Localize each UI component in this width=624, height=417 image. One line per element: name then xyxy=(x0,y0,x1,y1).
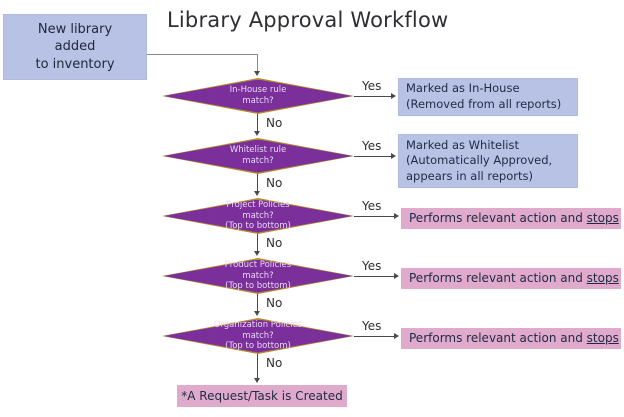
arrowhead-whitelist-yes xyxy=(391,152,396,159)
outcome-whitelist-result: Marked as Whitelist (Automatically Appro… xyxy=(398,134,578,188)
decision-line-2: match? xyxy=(242,96,274,106)
outcome-line-3: appears in all reports) xyxy=(406,168,533,183)
decision-label: Product Policies match? (Top to bottom) xyxy=(162,258,354,294)
outcome-organization-policy-result: Performs relevant action and stops xyxy=(401,328,621,349)
edge-label-product-yes: Yes xyxy=(362,259,382,273)
decision-line-2: match? xyxy=(242,330,274,341)
connector-start-vertical xyxy=(257,54,258,72)
outcome-line-2: (Automatically Approved, xyxy=(406,153,553,168)
connector-inhouse-yes xyxy=(354,96,392,97)
edge-label-whitelist-yes: Yes xyxy=(362,139,382,153)
arrowhead-project-no xyxy=(254,251,260,256)
outcome-in-house-result: Marked as In-House (Removed from all rep… xyxy=(398,78,578,116)
decision-line-2: match? xyxy=(242,270,274,281)
arrowhead-inhouse-no xyxy=(254,131,260,136)
decision-label: Project Policies match? (Top to bottom) xyxy=(162,198,354,234)
outcome-text: Performs relevant action and stops xyxy=(409,330,620,346)
decision-organization-policies-match: Organization Policies match? (Top to bot… xyxy=(162,318,354,354)
connector-organization-no xyxy=(257,354,258,379)
connector-product-no xyxy=(257,294,258,312)
connector-project-no xyxy=(257,234,258,252)
connector-organization-yes xyxy=(354,336,395,337)
edge-label-product-no: No xyxy=(266,296,283,310)
connector-project-yes xyxy=(354,216,395,217)
edge-label-organization-yes: Yes xyxy=(362,319,382,333)
outcome-text: Performs relevant action and stops xyxy=(409,270,620,286)
edge-label-project-yes: Yes xyxy=(362,199,382,213)
decision-line-3: (Top to bottom) xyxy=(225,281,291,292)
start-node-new-library: New library added to inventory xyxy=(3,14,147,80)
arrowhead-project-yes xyxy=(394,212,399,219)
edge-label-inhouse-no: No xyxy=(266,116,283,130)
decision-line-1: Product Policies xyxy=(224,260,292,271)
edge-label-whitelist-no: No xyxy=(266,176,283,190)
outcome-text-before: Performs relevant action and xyxy=(409,271,587,286)
outcome-text-before: Performs relevant action and xyxy=(409,331,587,346)
arrowhead-product-no xyxy=(254,311,260,316)
outcome-text-before: Performs relevant action and xyxy=(409,211,587,226)
edge-label-project-no: No xyxy=(266,236,283,250)
outcome-line-2: (Removed from all reports) xyxy=(406,97,562,111)
outcome-line-1: Marked as In-House xyxy=(406,81,520,96)
decision-line-1: Project Policies xyxy=(226,200,290,211)
page-title: Library Approval Workflow xyxy=(167,8,449,32)
outcome-request-task-created: *A Request/Task is Created xyxy=(177,385,347,407)
decision-label: Organization Policies match? (Top to bot… xyxy=(162,318,354,354)
arrowhead-product-yes xyxy=(394,272,399,279)
outcome-line-1: Marked as Whitelist xyxy=(406,137,520,152)
outcome-text-underlined: stops xyxy=(586,331,619,346)
outcome-text: Performs relevant action and stops xyxy=(409,210,620,226)
decision-project-policies-match: Project Policies match? (Top to bottom) xyxy=(162,198,354,234)
decision-whitelist-rule-match: Whitelist rule match? xyxy=(162,138,354,174)
connector-whitelist-yes xyxy=(354,156,392,157)
edge-label-inhouse-yes: Yes xyxy=(362,79,382,93)
outcome-project-policy-result: Performs relevant action and stops xyxy=(401,208,621,229)
arrowhead-organization-no xyxy=(254,378,260,383)
start-line-2: added xyxy=(54,39,96,55)
start-line-3: to inventory xyxy=(35,56,115,72)
arrowhead-inhouse-yes xyxy=(391,92,396,99)
edge-label-organization-no: No xyxy=(266,356,283,370)
decision-line-1: In-House rule xyxy=(229,85,287,96)
connector-whitelist-no xyxy=(257,174,258,192)
decision-line-1: Whitelist rule xyxy=(229,145,287,156)
connector-product-yes xyxy=(354,276,395,277)
decision-line-3: (Top to bottom) xyxy=(225,341,291,352)
decision-line-2: match? xyxy=(242,210,274,221)
decision-label: Whitelist rule match? xyxy=(162,138,354,174)
decision-label: In-House rule match? xyxy=(162,78,354,114)
decision-in-house-rule-match: In-House rule match? xyxy=(162,78,354,114)
decision-product-policies-match: Product Policies match? (Top to bottom) xyxy=(162,258,354,294)
arrowhead-start-to-inhouse xyxy=(254,71,260,76)
start-line-1: New library xyxy=(37,21,113,37)
connector-start-horizontal xyxy=(147,54,258,55)
connector-inhouse-no xyxy=(257,114,258,132)
outcome-product-policy-result: Performs relevant action and stops xyxy=(401,268,621,289)
arrowhead-whitelist-no xyxy=(254,191,260,196)
outcome-text-underlined: stops xyxy=(586,211,619,226)
final-text: *A Request/Task is Created xyxy=(181,388,343,403)
decision-line-3: (Top to bottom) xyxy=(225,221,291,232)
decision-line-2: match? xyxy=(242,156,274,166)
outcome-text-underlined: stops xyxy=(586,271,619,286)
decision-line-1: Organization Policies xyxy=(213,320,303,331)
arrowhead-organization-yes xyxy=(394,332,399,339)
